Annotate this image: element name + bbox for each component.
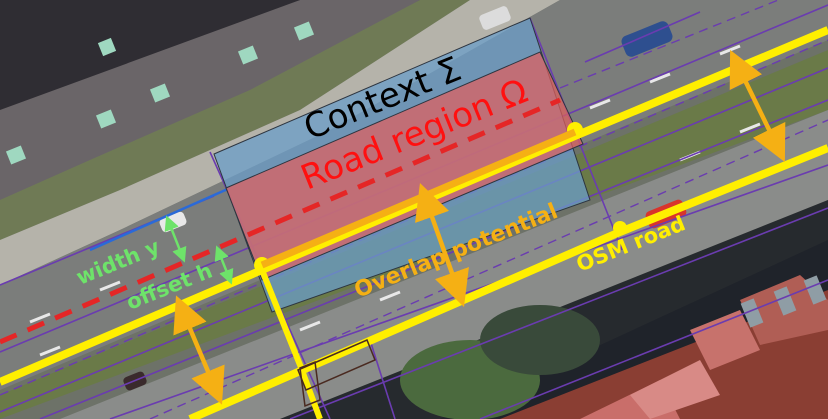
overlap-potential-arrow [415, 183, 469, 307]
crossing-boxes [297, 339, 376, 408]
width-offset-arrows [164, 215, 234, 285]
width-arrow [164, 215, 187, 263]
right-offset-arrow [729, 49, 786, 163]
road-region [225, 51, 584, 281]
blue-edge-line [89, 186, 231, 252]
left-offset-arrow [173, 295, 225, 405]
skylights [5, 21, 315, 165]
building-roof-light [0, 0, 420, 200]
car-white-top [479, 6, 511, 30]
centerline-dashed [0, 97, 561, 345]
osm-node [613, 221, 627, 235]
offset-arrow [214, 245, 234, 285]
overlap-arrows [173, 49, 786, 405]
red-roof-houses [500, 275, 828, 419]
